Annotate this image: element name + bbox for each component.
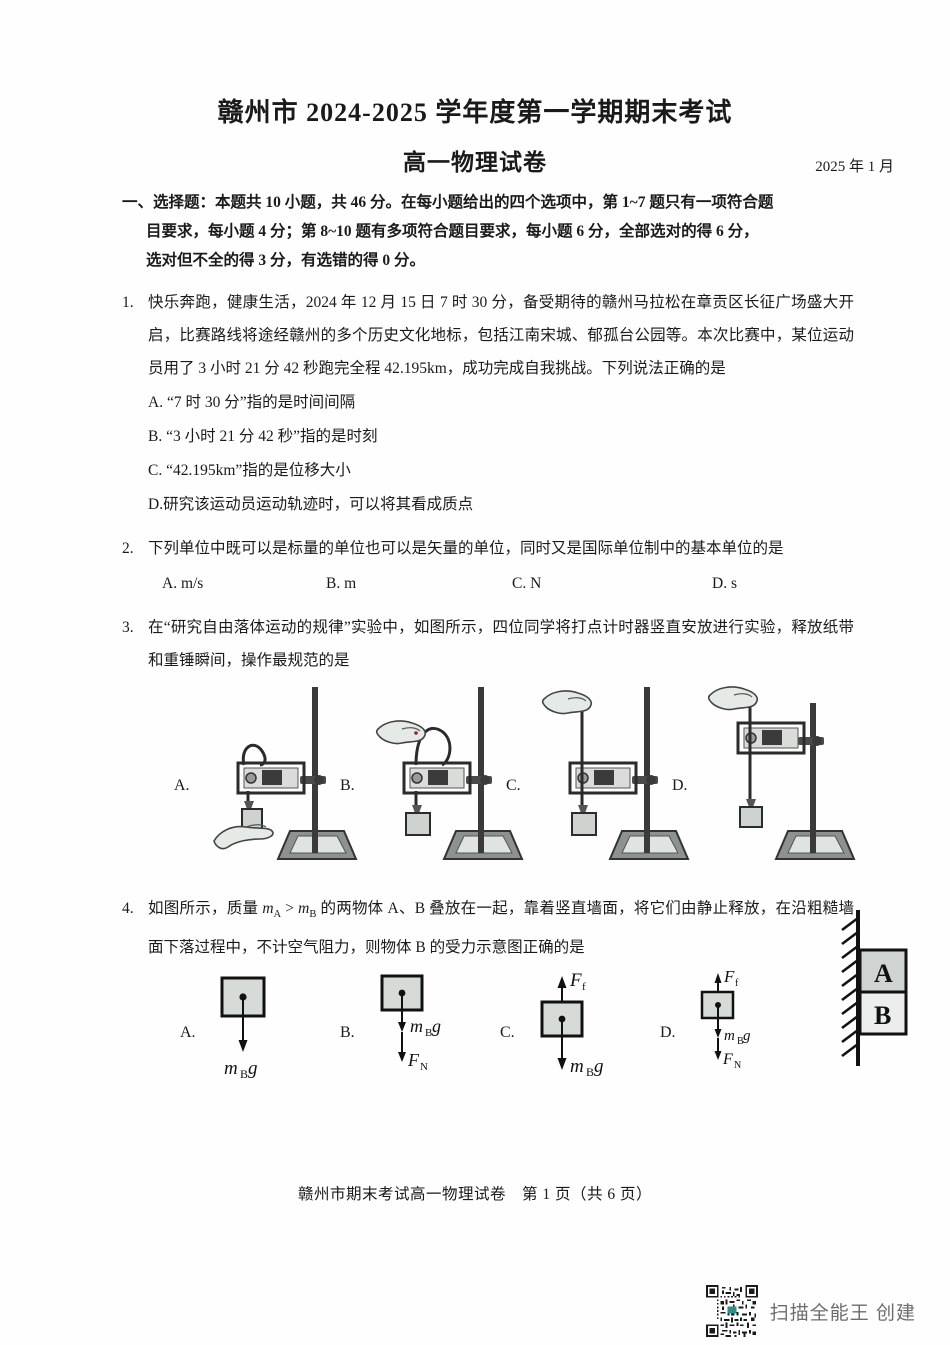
svg-text:g: g [432, 1016, 441, 1036]
svg-text:f: f [735, 978, 739, 989]
question-4-option-c[interactable]: C. F f m B g [500, 970, 650, 1090]
question-4-option-d[interactable]: D. F f m B [660, 970, 810, 1090]
question-3-figure-b-label: B. [340, 777, 355, 794]
question-1-option-c[interactable]: C. “42.195km”指的是位移大小 [148, 462, 351, 479]
question-3-stem: 在“研究自由落体运动的规律”实验中，如图所示，四位同学将打点计时器竖直安放进行实… [148, 619, 854, 669]
svg-text:B: B [240, 1067, 248, 1081]
question-4-wall-figure: A B [832, 908, 940, 1068]
svg-text:B: B [586, 1065, 594, 1079]
page-footer: 赣州市期末考试高一物理试卷 第 1 页（共 6 页） [297, 1186, 652, 1203]
svg-text:F: F [569, 970, 582, 991]
exam-content: 一、选择题：本题共 10 小题，共 46 分。在每小题给出的四个选项中，第 1~… [122, 188, 856, 1090]
question-4-option-a[interactable]: A. m B g [180, 970, 330, 1090]
question-4-mass-a-symbol: m [262, 900, 274, 917]
wall-block-a-label: A [874, 959, 893, 988]
question-4-option-b-label: B. [340, 1024, 355, 1042]
force-diagram-friction-and-gravity-icon: F f m B g [540, 970, 604, 1079]
svg-text:F: F [722, 1051, 733, 1068]
question-2-option-d[interactable]: D. s [712, 575, 737, 592]
svg-text:m: m [410, 1016, 423, 1036]
svg-text:F: F [407, 1050, 420, 1070]
question-3-number: 3. [122, 619, 134, 636]
timer-setup-hand-holds-tape-top-icon [375, 687, 524, 860]
section-instructions-line-1: 一、选择题：本题共 10 小题，共 46 分。在每小题给出的四个选项中，第 1~… [122, 194, 774, 211]
qr-code-icon [705, 1285, 758, 1337]
wall-with-stacked-blocks-icon: A B [841, 910, 908, 1066]
question-2: 2. 下列单位中既可以是标量的单位也可以是矢量的单位，同时又是国际单位制中的基本… [122, 532, 854, 600]
question-4: 4. 如图所示，质量 mA > mB 的两物体 A、B 叠放在一起，靠着竖直墙面… [122, 892, 854, 1090]
svg-text:m: m [224, 1058, 238, 1079]
svg-text:F: F [723, 970, 735, 986]
question-4-number: 4. [122, 900, 134, 917]
question-2-stem: 下列单位中既可以是标量的单位也可以是矢量的单位，同时又是国际单位制中的基本单位的… [148, 540, 784, 557]
timer-setup-hand-holds-tape-above-timer-icon [541, 687, 690, 860]
svg-text:m: m [724, 1028, 735, 1044]
force-diagram-friction-gravity-normal-icon: F f m B g F N [700, 970, 751, 1071]
question-1-number: 1. [122, 294, 134, 311]
exam-date: 2025 年 1 月 [815, 159, 894, 175]
question-4-figure-group: A. m B g B. [148, 970, 854, 1090]
svg-text:B: B [737, 1036, 744, 1047]
question-4-option-b[interactable]: B. m B g F N [340, 970, 490, 1090]
page-title: 赣州市 2024-2025 学年度第一学期期末考试 [217, 98, 733, 127]
question-3: 3. 在“研究自由落体运动的规律”实验中，如图所示，四位同学将打点计时器竖直安放… [122, 611, 856, 881]
question-3-figure-d[interactable]: D. [672, 681, 864, 881]
question-4-mass-b-subscript: B [309, 909, 317, 921]
question-4-mass-b-symbol: m [298, 900, 310, 917]
question-4-stem-part-3: 的两物体 A、B 叠放在一起，靠着竖直墙面，将它们由静止释放，在沿粗糙墙面下落过… [148, 900, 854, 957]
scanner-watermark: 扫描全能王 创建 [705, 1285, 916, 1337]
svg-text:g: g [594, 1056, 604, 1077]
question-3-figure-d-label: D. [672, 777, 688, 794]
force-diagram-gravity-only-icon: m B g [220, 976, 266, 1081]
page-subtitle: 高一物理试卷 [403, 150, 547, 175]
question-1-stem: 快乐奔跑，健康生活，2024 年 12 月 15 日 7 时 30 分，备受期待… [148, 294, 854, 377]
svg-text:B: B [425, 1027, 432, 1039]
svg-text:g: g [248, 1058, 258, 1079]
question-2-option-c[interactable]: C. N [512, 575, 542, 592]
question-2-option-b[interactable]: B. m [326, 575, 357, 592]
timer-setup-hand-holds-weight-icon [213, 687, 358, 860]
question-4-option-a-label: A. [180, 1024, 196, 1042]
section-instructions-line-2: 目要求，每小题 4 分；第 8~10 题有多项符合题目要求，每小题 6 分，全部… [146, 223, 759, 240]
svg-text:N: N [420, 1061, 428, 1073]
question-2-options: A. m/s B. m C. N D. s [148, 567, 854, 600]
timer-setup-timer-high-hand-on-tape-icon [707, 686, 856, 860]
question-3-figure-c-label: C. [506, 777, 521, 794]
question-4-option-d-label: D. [660, 1024, 676, 1042]
question-2-number: 2. [122, 540, 134, 557]
section-instructions-line-3: 选对但不全的得 3 分，有选错的得 0 分。 [146, 252, 426, 269]
svg-text:m: m [570, 1056, 584, 1077]
question-1-option-d[interactable]: D.研究该运动员运动轨迹时，可以将其看成质点 [148, 496, 474, 513]
question-4-option-c-label: C. [500, 1024, 515, 1042]
question-3-figure-group: A. [148, 681, 856, 881]
section-instructions: 一、选择题：本题共 10 小题，共 46 分。在每小题给出的四个选项中，第 1~… [122, 188, 854, 275]
question-4-mass-a-subscript: A [273, 909, 282, 921]
svg-text:N: N [734, 1060, 741, 1071]
question-4-stem: 如图所示，质量 mA > mB 的两物体 A、B 叠放在一起，靠着竖直墙面，将它… [148, 892, 854, 964]
question-3-figure-b[interactable]: B. [340, 681, 532, 881]
question-4-stem-part-2: > [281, 900, 299, 917]
question-2-option-a[interactable]: A. m/s [162, 575, 204, 592]
force-diagram-gravity-and-normal-icon: m B g F N [380, 974, 441, 1073]
svg-text:f: f [582, 981, 586, 993]
question-3-figure-c[interactable]: C. [506, 681, 698, 881]
watermark-text: 扫描全能王 创建 [769, 1302, 916, 1324]
question-3-figure-a-label: A. [174, 777, 190, 794]
question-3-figure-a[interactable]: A. [174, 681, 366, 881]
svg-text:g: g [743, 1028, 751, 1044]
wall-block-b-label: B [874, 1001, 891, 1030]
question-4-stem-part-1: 如图所示，质量 [148, 900, 263, 917]
question-1-option-a[interactable]: A. “7 时 30 分”指的是时间间隔 [148, 394, 356, 411]
question-1: 1. 快乐奔跑，健康生活，2024 年 12 月 15 日 7 时 30 分，备… [122, 286, 854, 521]
question-1-option-b[interactable]: B. “3 小时 21 分 42 秒”指的是时刻 [148, 428, 378, 445]
